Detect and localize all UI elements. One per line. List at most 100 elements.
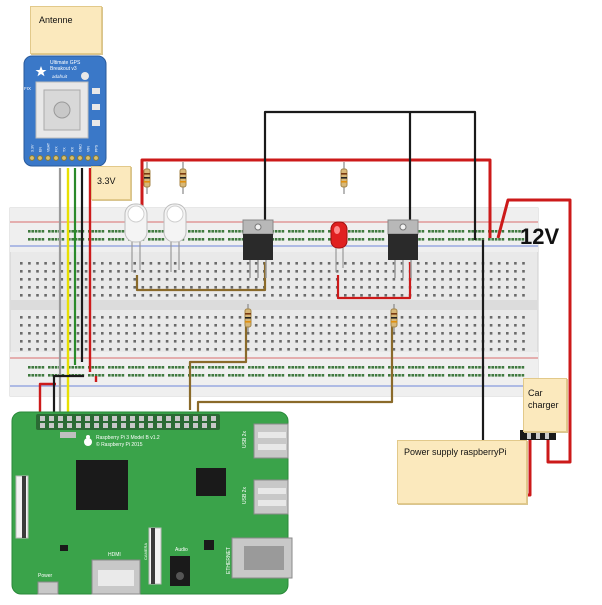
breadboard-hole	[125, 340, 128, 343]
breadboard-hole	[36, 294, 39, 297]
breadboard-hole	[157, 348, 161, 351]
breadboard-hole	[157, 286, 161, 289]
gps-pin	[29, 155, 35, 161]
breadboard-hole	[52, 270, 55, 273]
breadboard-hole	[511, 366, 514, 369]
breadboard-hole	[319, 278, 323, 281]
breadboard-hole	[368, 278, 371, 281]
breadboard-hole	[291, 230, 294, 233]
breadboard-hole	[230, 348, 234, 351]
breadboard-hole	[351, 374, 354, 377]
breadboard-hole	[234, 238, 238, 241]
breadboard-hole	[425, 294, 428, 297]
breadboard-hole	[384, 294, 388, 297]
breadboard-hole	[376, 340, 379, 343]
breadboard-hole	[208, 374, 211, 377]
breadboard-hole	[76, 286, 80, 289]
breadboard-hole	[521, 238, 525, 241]
gps-pin-label: RX	[71, 146, 75, 152]
breadboard-hole	[303, 324, 307, 327]
breadboard-hole	[228, 230, 231, 233]
breadboard-hole	[478, 366, 481, 369]
breadboard-hole	[28, 294, 31, 297]
breadboard-hole	[141, 340, 145, 343]
pi-soc-chip	[76, 460, 128, 510]
breadboard-hole	[491, 366, 494, 369]
breadboard-hole	[521, 374, 525, 377]
breadboard-hole	[311, 262, 315, 265]
breadboard-hole	[416, 316, 420, 319]
breadboard-hole	[154, 238, 158, 241]
breadboard-hole	[241, 238, 245, 241]
breadboard-hole	[301, 230, 305, 233]
breadboard-hole	[295, 340, 298, 343]
breadboard-hole	[92, 316, 96, 319]
breadboard-hole	[44, 262, 47, 265]
breadboard-hole	[28, 348, 31, 351]
breadboard-hole	[318, 374, 321, 377]
breadboard-hole	[271, 286, 274, 289]
breadboard-hole	[133, 286, 136, 289]
breadboard-hole	[368, 286, 371, 289]
breadboard-hole	[101, 262, 104, 265]
breadboard-hole	[141, 278, 145, 281]
breadboard-hole	[473, 286, 477, 289]
breadboard-hole	[425, 340, 428, 343]
breadboard-hole	[117, 348, 120, 351]
wires	[38, 110, 572, 497]
breadboard-hole	[198, 230, 201, 233]
breadboard-hole	[497, 286, 501, 289]
breadboard-hole	[308, 230, 311, 233]
breadboard-hole	[41, 374, 45, 377]
breadboard-hole	[414, 366, 418, 369]
breadboard-hole	[133, 340, 136, 343]
breadboard-hole	[376, 324, 379, 327]
breadboard-hole	[231, 230, 234, 233]
breadboard-hole	[234, 374, 238, 377]
breadboard-hole	[51, 230, 54, 233]
breadboard-hole	[344, 270, 347, 273]
wire-brown-leds	[135, 262, 267, 292]
breadboard-hole	[441, 316, 444, 319]
breadboard-hole	[295, 316, 298, 319]
breadboard-hole	[287, 286, 290, 289]
breadboard-hole	[34, 238, 38, 241]
breadboard-hole	[400, 348, 404, 351]
breadboard-hole	[400, 324, 404, 327]
breadboard-hole	[433, 340, 436, 343]
breadboard-hole	[438, 366, 441, 369]
breadboard-hole	[222, 294, 226, 297]
breadboard-hole	[92, 286, 96, 289]
breadboard-hole	[98, 238, 101, 241]
breadboard-hole	[28, 262, 31, 265]
breadboard-hole	[303, 294, 307, 297]
breadboard-hole	[344, 294, 347, 297]
breadboard-hole	[71, 238, 74, 241]
breadboard-hole	[408, 366, 411, 369]
breadboard-hole	[425, 278, 428, 281]
breadboard-hole	[319, 316, 323, 319]
breadboard-hole	[263, 324, 266, 327]
breadboard-hole	[41, 238, 45, 241]
breadboard-hole	[360, 270, 363, 273]
breadboard-hole	[173, 278, 177, 281]
breadboard-hole	[319, 286, 323, 289]
pi-gpio-pin	[94, 416, 99, 421]
breadboard-hole	[434, 238, 438, 241]
breadboard-hole	[241, 366, 245, 369]
breadboard-hole	[421, 366, 425, 369]
resistor-1	[143, 162, 151, 194]
breadboard-hole	[198, 262, 201, 265]
breadboard-hole	[392, 270, 396, 273]
leds	[124, 203, 348, 272]
breadboard-hole	[401, 374, 405, 377]
pi-gpio-pin	[40, 423, 45, 428]
breadboard-hole	[295, 324, 298, 327]
star-icon	[35, 66, 47, 77]
breadboard-hole	[198, 332, 201, 335]
breadboard-hole	[118, 230, 121, 233]
breadboard-hole	[198, 316, 201, 319]
breadboard-hole	[384, 332, 388, 335]
breadboard-hole	[376, 348, 379, 351]
